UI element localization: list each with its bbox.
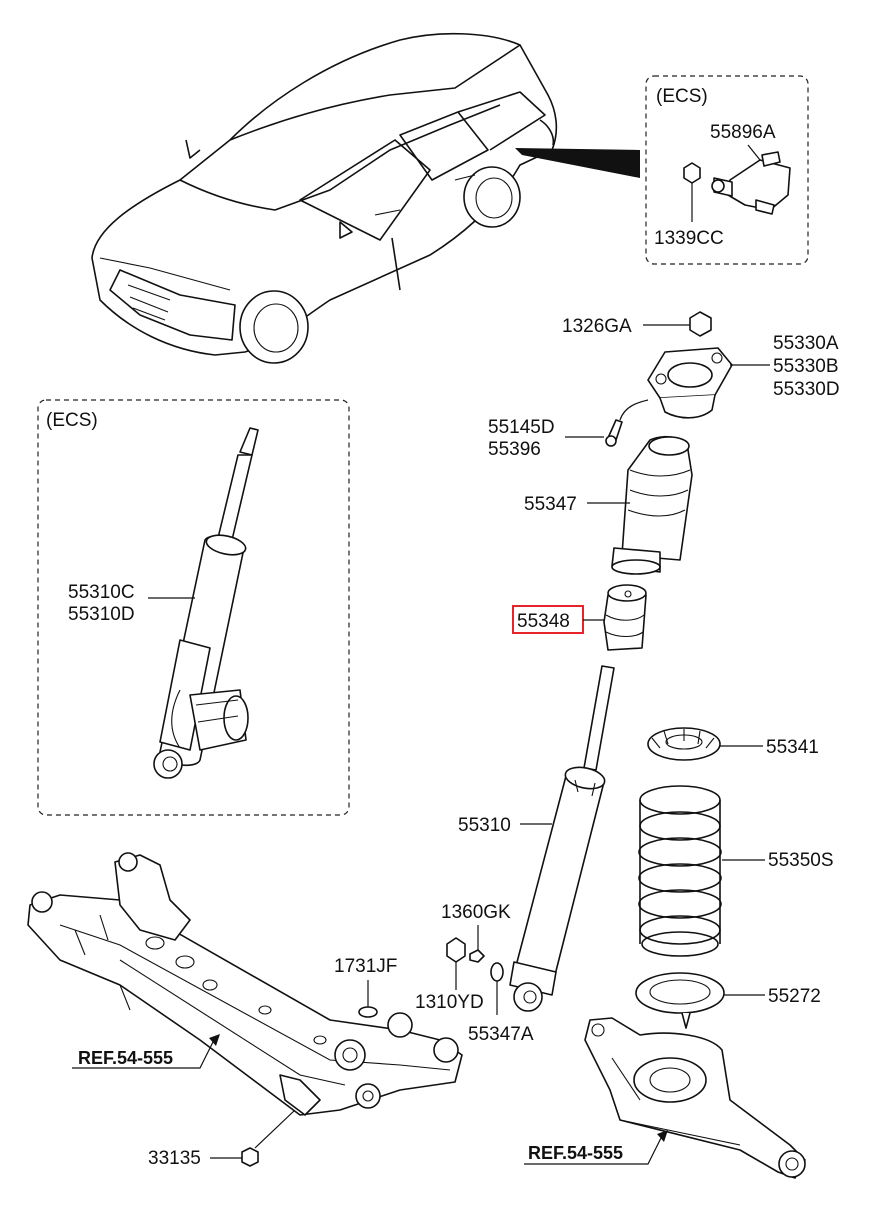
part-33135: 33135 [148, 1109, 296, 1169]
part-1360GK: 1360GK [441, 902, 511, 963]
part-55272: 55272 [635, 972, 821, 1029]
part-55310: 55310 [458, 665, 615, 1012]
ecs-top-border [645, 75, 809, 265]
ecs-shock-group: (ECS) 55310C 55310D [37, 399, 350, 816]
label-1339CC: 1339CC [654, 228, 724, 249]
label-1360GK: 1360GK [441, 902, 511, 923]
part-55341: 55341 [647, 727, 819, 761]
label-55396: 55396 [488, 439, 541, 460]
plug-icon [358, 1006, 378, 1018]
label-55272: 55272 [768, 986, 821, 1007]
part-55348: 55348 [512, 584, 647, 651]
coil-spring-icon [638, 785, 722, 957]
part-55347: 55347 [524, 435, 693, 575]
label-1731JF: 1731JF [334, 956, 397, 977]
dust-boot-icon [621, 435, 693, 561]
lower-spring-pad-icon [635, 972, 725, 1014]
shock-absorber-icon [515, 769, 605, 982]
label-55348: 55348 [517, 611, 570, 632]
ref-right-arrowhead [657, 1130, 668, 1142]
top-nut-icon [689, 311, 712, 337]
ref-left-label: REF.54-555 [78, 1048, 173, 1068]
label-55896A: 55896A [710, 122, 776, 143]
washer-icon [469, 949, 485, 963]
crossmember-subframe [27, 852, 463, 1116]
label-1326GA: 1326GA [562, 316, 632, 337]
part-55330: 55330A 55330B 55330D [647, 333, 840, 419]
label-55347A: 55347A [468, 1024, 534, 1045]
ecs-left-border [37, 399, 350, 816]
label-55310: 55310 [458, 815, 511, 836]
spacer-icon [490, 962, 504, 982]
ecs-pointer-arrow [515, 148, 640, 178]
label-55330B: 55330B [773, 356, 839, 377]
label-55330D: 55330D [773, 379, 840, 400]
ref-right-leader [524, 1135, 663, 1165]
part-55145D: 55145D 55396 [488, 399, 649, 460]
part-1310YD: 1310YD [415, 937, 484, 1013]
car-illustration [91, 32, 558, 364]
label-55330A: 55330A [773, 333, 839, 354]
part-55350S: 55350S [638, 785, 834, 957]
part-1326GA: 1326GA [562, 311, 712, 337]
ecs-left-title: (ECS) [46, 410, 98, 431]
ref-left-arrowhead [209, 1034, 220, 1046]
label-55350S: 55350S [768, 850, 834, 871]
flange-nut-icon [241, 1147, 259, 1167]
ref-right-label: REF.54-555 [528, 1143, 623, 1163]
hex-nut-icon [683, 162, 701, 184]
label-55145D: 55145D [488, 417, 555, 438]
part-55347A: 55347A [468, 962, 534, 1045]
ecs-sensor-group: (ECS) 55896A 1339CC [645, 75, 809, 265]
part-1731JF: 1731JF [334, 956, 397, 1018]
lock-nut-icon [446, 937, 466, 963]
label-55347: 55347 [524, 494, 577, 515]
label-33135: 33135 [148, 1148, 201, 1169]
label-1310YD: 1310YD [415, 992, 484, 1013]
lower-control-arm [584, 1017, 806, 1179]
label-55310C: 55310C [68, 582, 135, 603]
label-55310D: 55310D [68, 604, 135, 625]
label-55341: 55341 [766, 737, 819, 758]
ref-left-leader [72, 1039, 215, 1069]
ecs-top-title: (ECS) [656, 86, 708, 107]
